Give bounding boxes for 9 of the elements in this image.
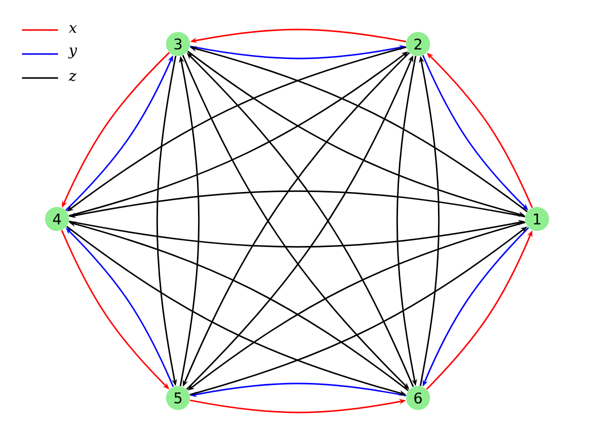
legend-label: x (68, 25, 77, 33)
legend-label: z (68, 72, 76, 82)
legend-label: y (68, 48, 78, 58)
graph-node: 1 (525, 207, 549, 231)
graph-node: 3 (166, 32, 190, 56)
graph-node: 2 (406, 32, 430, 56)
graph-node: 5 (166, 386, 190, 410)
graph-node: 4 (45, 207, 69, 231)
graph-node: 6 (406, 386, 430, 410)
